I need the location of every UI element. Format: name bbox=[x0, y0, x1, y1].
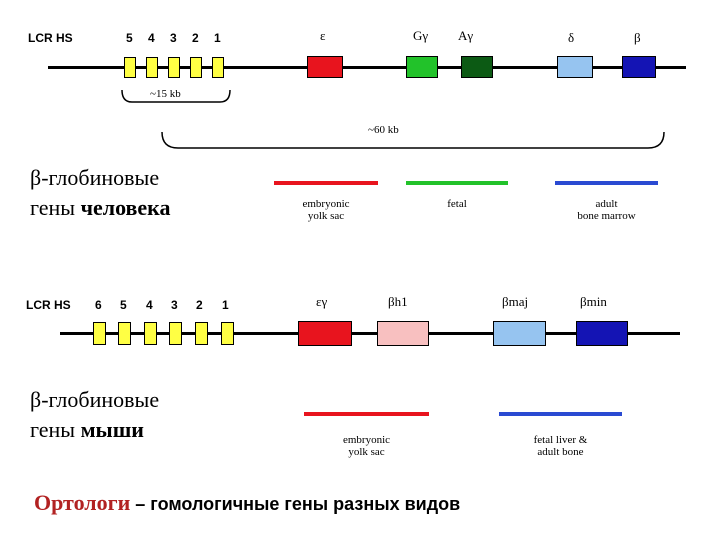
human-hs-box-5 bbox=[124, 57, 136, 78]
human-gene-g-gamma bbox=[406, 56, 438, 78]
human-stage-adult-line1: adult bbox=[595, 198, 618, 210]
human-60kb-label: ~60 kb bbox=[368, 124, 399, 136]
human-title-line1: β-глобиновые bbox=[30, 165, 160, 190]
orthologs-definition: Ортологи – гомологичные гены разных видо… bbox=[34, 490, 460, 516]
mouse-title-line1: β-глобиновые bbox=[30, 387, 160, 412]
human-hs-box-1 bbox=[212, 57, 224, 78]
mouse-lcr-label: LCR HS bbox=[26, 298, 71, 312]
human-15kb-brace bbox=[121, 89, 231, 103]
mouse-hs-box-1 bbox=[221, 322, 234, 345]
mouse-title: β-глобиновые гены мыши bbox=[30, 385, 159, 445]
mouse-stage-bar-fetal-adult bbox=[499, 412, 622, 416]
human-hs-4: 4 bbox=[148, 31, 155, 45]
human-gene-label-beta: β bbox=[634, 30, 641, 45]
mouse-gene-label-eps-gamma: εγ bbox=[316, 294, 328, 309]
human-gene-label-g-gamma: Gγ bbox=[413, 28, 429, 43]
mouse-gene-bmaj bbox=[493, 321, 546, 346]
mouse-stage-embryonic-line2: yolk sac bbox=[348, 446, 385, 458]
mouse-gene-label-bmin: βmin bbox=[580, 294, 607, 309]
human-gene-label-delta: δ bbox=[568, 30, 575, 45]
mouse-stage-bar-embryonic bbox=[304, 412, 429, 416]
human-chromosome-line bbox=[48, 66, 686, 69]
human-gene-label-epsilon: ε bbox=[320, 28, 326, 43]
mouse-stage-embryonic-line1: embryonic bbox=[342, 434, 391, 446]
mouse-stage-label-embryonic: embryonic yolk sac bbox=[304, 434, 429, 458]
human-60kb-brace bbox=[161, 131, 665, 149]
human-gene-delta bbox=[557, 56, 593, 78]
mouse-gene-label-bmaj: βmaj bbox=[502, 294, 529, 309]
human-hs-box-3 bbox=[168, 57, 180, 78]
human-stage-embryonic-line1: embryonic bbox=[302, 198, 350, 210]
mouse-hs-box-4 bbox=[144, 322, 157, 345]
human-hs-5: 5 bbox=[126, 31, 133, 45]
human-lcr-label: LCR HS bbox=[28, 31, 73, 45]
human-gene-epsilon bbox=[307, 56, 343, 78]
mouse-gene-bmin bbox=[576, 321, 628, 346]
human-15kb-label: ~15 kb bbox=[150, 88, 181, 100]
mouse-hs-5: 5 bbox=[120, 298, 127, 312]
human-stage-adult-line2: bone marrow bbox=[577, 210, 636, 222]
mouse-hs-box-5 bbox=[118, 322, 131, 345]
human-stage-fetal-line1: fetal bbox=[447, 198, 467, 210]
mouse-chromosome-line bbox=[60, 332, 680, 335]
mouse-hs-box-6 bbox=[93, 322, 106, 345]
mouse-stage-fetal-line2: adult bone bbox=[537, 446, 584, 458]
human-title: β-глобиновые гены человека bbox=[30, 163, 171, 223]
human-title-species: человека bbox=[80, 195, 171, 220]
human-gene-label-a-gamma: Aγ bbox=[458, 28, 474, 43]
mouse-title-genes: гены bbox=[30, 417, 81, 442]
human-title-genes: гены bbox=[30, 195, 81, 220]
human-hs-2: 2 bbox=[192, 31, 199, 45]
mouse-hs-box-2 bbox=[195, 322, 208, 345]
mouse-hs-6: 6 bbox=[95, 298, 102, 312]
mouse-gene-bh1 bbox=[377, 321, 429, 346]
orthologs-text: – гомологичные гены разных видов bbox=[130, 494, 461, 514]
human-stage-label-adult: adult bone marrow bbox=[555, 198, 658, 222]
mouse-hs-4: 4 bbox=[146, 298, 153, 312]
human-stage-embryonic-line2: yolk sac bbox=[307, 210, 345, 222]
human-stage-bar-adult bbox=[555, 181, 658, 185]
human-gene-beta bbox=[622, 56, 656, 78]
human-hs-1: 1 bbox=[214, 31, 221, 45]
mouse-gene-eps-gamma bbox=[298, 321, 352, 346]
mouse-hs-box-3 bbox=[169, 322, 182, 345]
mouse-hs-3: 3 bbox=[171, 298, 178, 312]
mouse-gene-label-bh1: βh1 bbox=[388, 294, 408, 309]
human-hs-3: 3 bbox=[170, 31, 177, 45]
mouse-hs-2: 2 bbox=[196, 298, 203, 312]
mouse-hs-1: 1 bbox=[222, 298, 229, 312]
human-stage-label-fetal: fetal bbox=[406, 198, 508, 210]
human-gene-a-gamma bbox=[461, 56, 493, 78]
orthologs-term: Ортологи bbox=[34, 490, 131, 515]
human-stage-bar-fetal bbox=[406, 181, 508, 185]
human-hs-box-2 bbox=[190, 57, 202, 78]
mouse-stage-label-fetal-adult: fetal liver & adult bone bbox=[499, 434, 622, 462]
human-stage-bar-embryonic bbox=[274, 181, 378, 185]
mouse-stage-fetal-line1: fetal liver & bbox=[533, 434, 588, 446]
human-stage-label-embryonic: embryonic yolk sac bbox=[274, 198, 378, 222]
human-hs-box-4 bbox=[146, 57, 158, 78]
mouse-title-species: мыши bbox=[80, 417, 144, 442]
